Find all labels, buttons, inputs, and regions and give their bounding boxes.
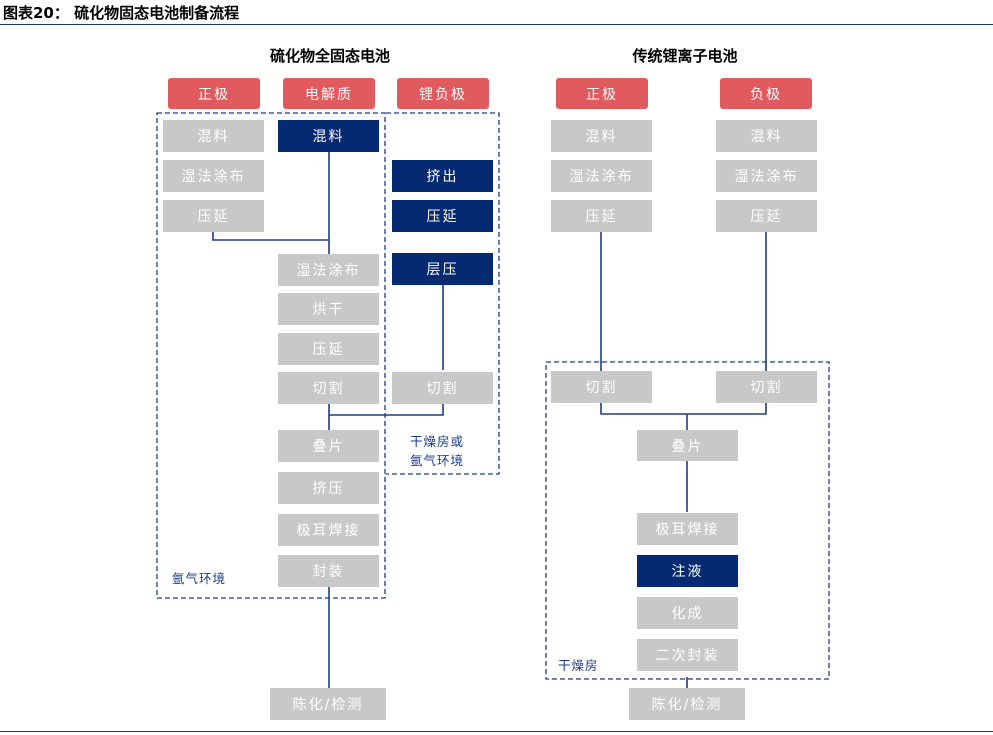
connector-cut-merge: [328, 404, 444, 416]
solid-electrolyte-label: 电解质: [283, 78, 375, 109]
solid-anode-step: 挤出: [392, 160, 493, 192]
solid-electrolyte-step: 压延: [278, 333, 379, 365]
connector-cathode-to-electrolyte: [212, 232, 329, 241]
solid-electrolyte-step: 烘干: [278, 293, 379, 325]
li-anode-step: 混料: [716, 120, 817, 152]
li-assembly-step: 二次封装: [637, 639, 738, 671]
li-cathode-step: 压延: [551, 200, 652, 232]
li-anode-step: 切割: [716, 371, 817, 403]
solid-assembly-step: 叠片: [278, 430, 379, 462]
li-cathode-step: 混料: [551, 120, 652, 152]
solid-electrolyte-mix: 混料: [278, 120, 379, 152]
li-anode-step: 湿法涂布: [716, 160, 817, 192]
solid-assembly-step: 封装: [278, 555, 379, 587]
dry-room-label: 干燥房: [558, 658, 599, 673]
li-final-step: 陈化/检测: [629, 688, 745, 720]
solid-assembly-step: 极耳焊接: [278, 514, 379, 546]
solid-electrolyte-step: 湿法涂布: [278, 254, 379, 286]
anode-env-label-line1: 干燥房或: [410, 434, 465, 449]
solid-cathode-label: 正极: [168, 78, 260, 109]
solid-anode-step: 层压: [392, 253, 493, 285]
solid-cathode-step: 混料: [163, 120, 264, 152]
li-cathode-label: 正极: [556, 78, 648, 109]
solid-anode-step: 压延: [392, 200, 493, 232]
solid-state-heading: 硫化物全固态电池: [269, 47, 390, 65]
solid-anode-label: 锂负极: [397, 78, 489, 109]
solid-electrolyte-step: 切割: [278, 372, 379, 404]
anode-env-boundary: [386, 112, 500, 475]
solid-assembly-step: 挤压: [278, 472, 379, 504]
title-divider: [0, 24, 993, 25]
li-assembly-step-highlight: 注液: [637, 555, 738, 587]
solid-anode-step: 切割: [392, 372, 493, 404]
connector-li-ion-merge: [600, 232, 767, 415]
solid-cathode-step: 湿法涂布: [163, 160, 264, 192]
figure-title: 图表20： 硫化物固态电池制备流程: [3, 4, 240, 22]
li-cathode-step: 切割: [551, 371, 652, 403]
li-ion-heading: 传统锂离子电池: [632, 47, 738, 65]
li-anode-label: 负极: [720, 78, 812, 109]
li-assembly-step: 极耳焊接: [637, 513, 738, 545]
argon-env-label: 氩气环境: [172, 571, 227, 586]
bottom-divider: [0, 731, 993, 732]
solid-cathode-step: 压延: [163, 200, 264, 232]
li-assembly-step: 化成: [637, 597, 738, 629]
li-anode-step: 压延: [716, 200, 817, 232]
anode-env-label-line2: 氩气环境: [410, 453, 465, 468]
solid-final-step: 陈化/检测: [270, 688, 386, 720]
li-assembly-step: 叠片: [637, 430, 738, 461]
li-cathode-step: 湿法涂布: [551, 160, 652, 192]
dry-room-boundary: [545, 361, 830, 680]
argon-env-boundary: [156, 112, 386, 599]
